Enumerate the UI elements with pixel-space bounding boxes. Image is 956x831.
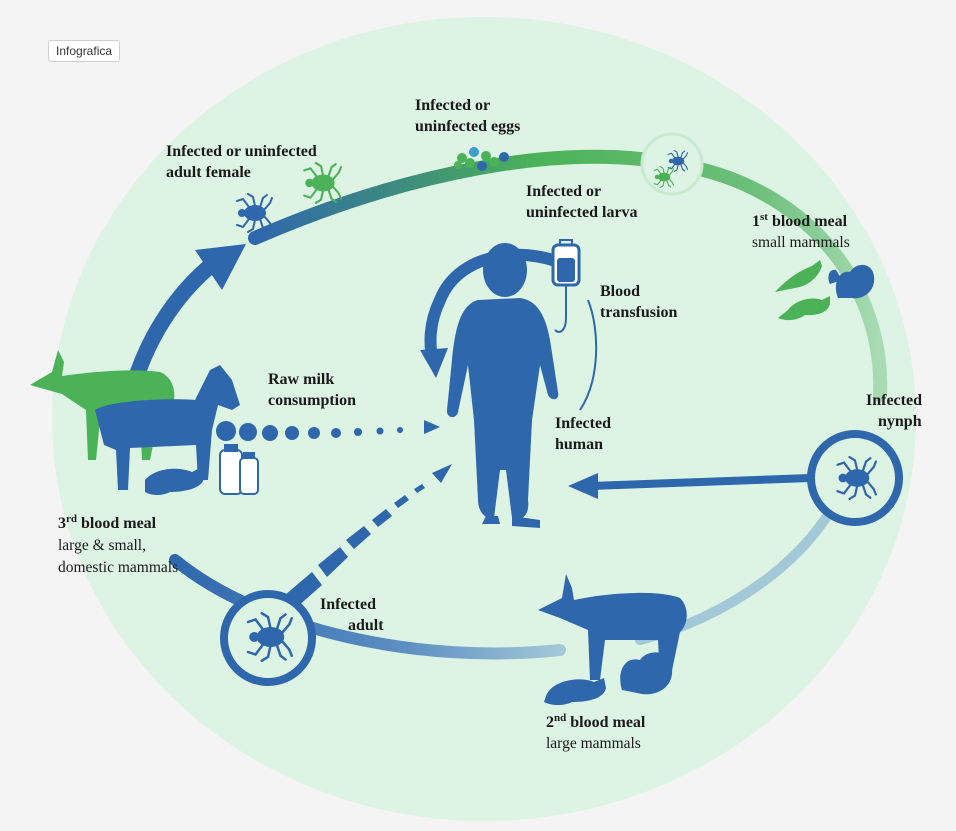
label-larva-1: Infected or: [526, 183, 601, 200]
larva-circle: [640, 132, 704, 196]
human-arc-thin: [579, 299, 598, 411]
milk-bottle-icon: [219, 444, 259, 495]
blood-bag-icon: [551, 239, 581, 333]
label-meal2-title: 2nd blood meal: [546, 712, 646, 731]
label-eggs-1: Infected or: [415, 97, 490, 114]
deer-icon: [30, 350, 175, 460]
label-larva-2: uninfected larva: [526, 204, 638, 221]
mouse-icon-left: [145, 468, 205, 495]
deer-icon-bottom: [538, 574, 687, 680]
human-circular-arrow: [424, 248, 575, 361]
label-eggs-2: uninfected eggs: [415, 118, 520, 135]
arrowhead-left-up: [195, 244, 246, 290]
arrow-nymph-to-human: [586, 474, 814, 490]
arrowhead-adult-to-human: [432, 464, 452, 483]
human-figure-icon: [446, 243, 559, 528]
label-nymph-1: Infected: [866, 392, 922, 409]
label-adult-female-1: Infected or uninfected: [166, 143, 317, 160]
label-meal1-detail: small mammals: [752, 234, 850, 251]
label-raw-milk-2: consumption: [268, 392, 356, 409]
label-human-2: human: [555, 436, 603, 453]
mouse-icon-bottom: [544, 678, 606, 705]
label-transfusion-2: transfusion: [600, 304, 677, 321]
arrowhead-raw-milk: [424, 420, 440, 434]
bird-icon: [775, 260, 822, 292]
mouse-icon: [778, 296, 830, 321]
human-circular-arrowhead: [420, 348, 448, 378]
goat-icon: [95, 365, 240, 490]
label-meal3-detail-1: large & small,: [58, 537, 146, 554]
infografica-tag: Infografica: [48, 40, 121, 62]
label-meal1-title: 1st blood meal: [752, 211, 848, 230]
arrowhead-nymph-to-human: [568, 473, 598, 499]
cycle-arc-bottom: [169, 554, 566, 660]
label-transfusion-1: Blood: [600, 283, 640, 300]
squirrel-icon: [828, 264, 875, 299]
label-adult-female-2: adult female: [166, 164, 251, 181]
label-meal3-title: 3rd blood meal: [58, 513, 157, 532]
label-adult-2: adult: [348, 617, 384, 634]
label-nymph-2: nynph: [878, 413, 922, 430]
eggs-icon: [454, 147, 509, 171]
label-meal2-detail: large mammals: [546, 735, 641, 752]
label-meal3-detail-2: domestic mammals: [58, 559, 178, 576]
label-human-1: Infected: [555, 415, 611, 432]
squirrel-icon-bottom: [620, 652, 673, 695]
label-raw-milk-1: Raw milk: [268, 371, 334, 388]
raw-milk-dots: [216, 421, 403, 441]
label-adult-1: Infected: [320, 596, 376, 613]
